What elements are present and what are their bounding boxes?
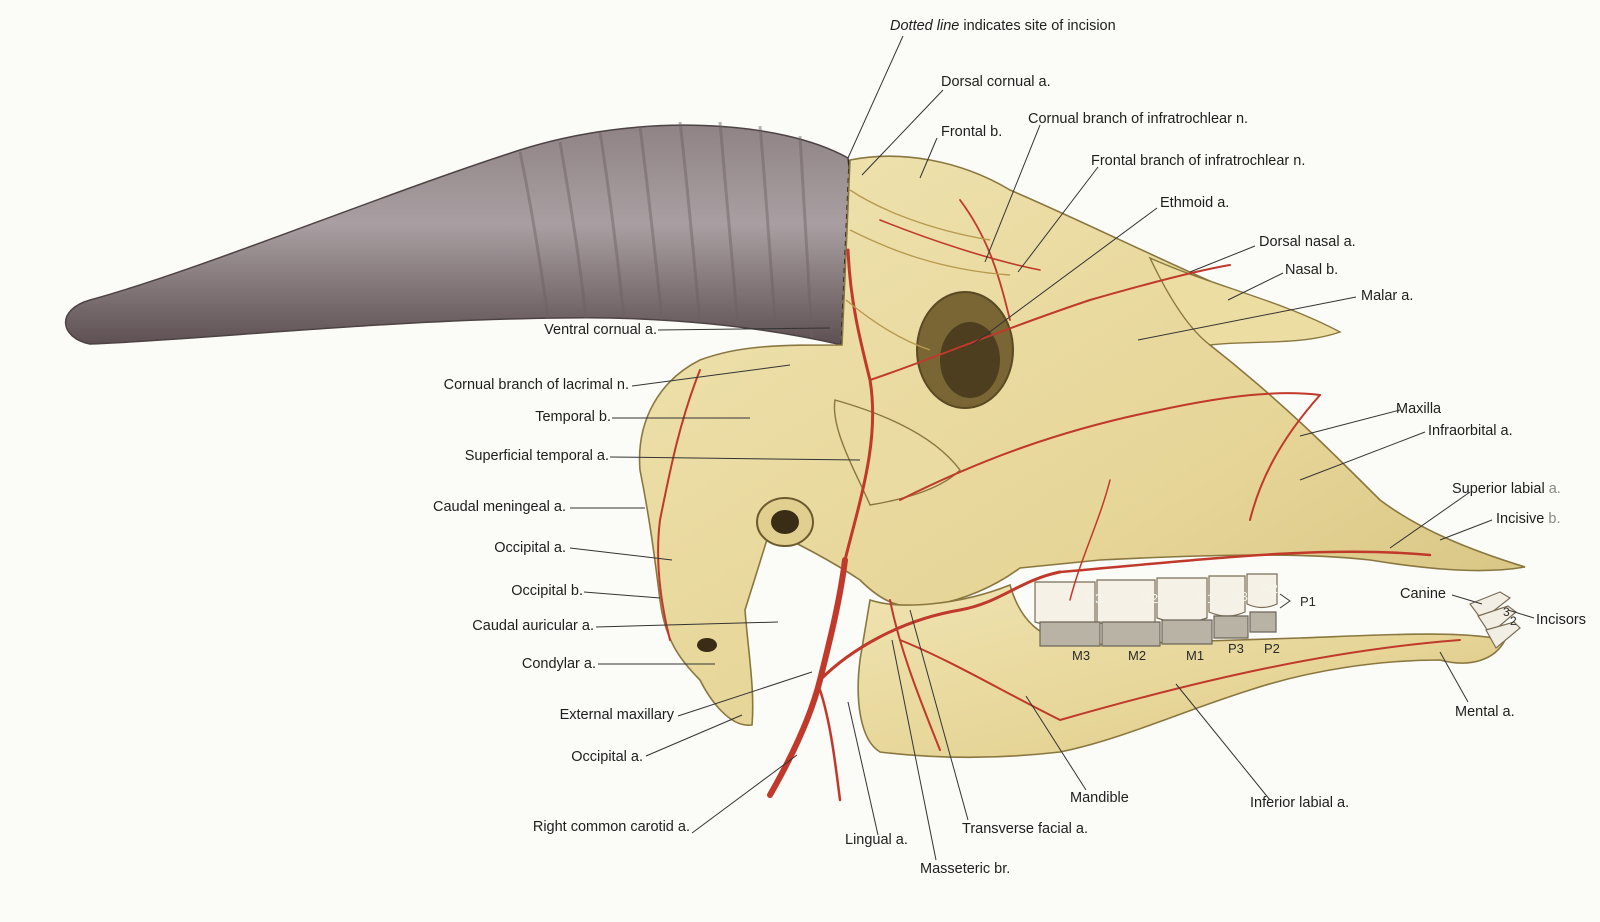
label-incisive-b-text: Incisive — [1496, 511, 1545, 527]
horn — [64, 124, 859, 346]
label-superficial-temporal: Superficial temporal a. — [464, 448, 609, 464]
label-caudal-meningeal: Caudal meningeal a. — [432, 499, 566, 515]
label-lingual: Lingual a. — [845, 832, 908, 848]
horn-ridges — [518, 121, 814, 339]
leader-lines — [569, 35, 1535, 861]
label-cornual-branch-infratrochlear: Cornual branch of infratrochlear n. — [1028, 111, 1249, 127]
incisor-teeth — [1469, 591, 1521, 649]
lower-teeth — [1039, 611, 1277, 647]
caption-rest: indicates site of incision — [959, 18, 1116, 34]
caption-italic: Dotted line — [890, 18, 960, 34]
label-infraorbital: Infraorbital a. — [1428, 423, 1513, 439]
label-mental: Mental a. — [1455, 704, 1515, 720]
tooth-lower-m3: M3 — [1072, 648, 1091, 663]
tooth-lower-p2: P2 — [1264, 641, 1280, 656]
mandible — [857, 583, 1507, 759]
label-superior-labial-text: Superior labial — [1452, 481, 1545, 497]
label-ventral-cornual: Ventral cornual a. — [544, 322, 657, 338]
label-superior-labial: Superior labial a. — [1452, 481, 1561, 498]
label-malar: Malar a. — [1361, 288, 1414, 304]
label-mandible: Mandible — [1070, 790, 1129, 806]
tooth-lower-p3: P3 — [1228, 641, 1244, 656]
label-temporal-b: Temporal b. — [535, 409, 611, 425]
label-occipital-a-lower: Occipital a. — [571, 749, 643, 765]
tooth-upper-m3: M3 — [1084, 591, 1103, 606]
label-maxilla: Maxilla — [1396, 401, 1442, 417]
label-nasal-b: Nasal b. — [1285, 262, 1339, 278]
label-external-maxillary: External maxillary — [559, 707, 674, 723]
tooth-upper-p2: P2 — [1262, 581, 1278, 596]
label-ethmoid: Ethmoid a. — [1160, 195, 1230, 211]
label-canine: Canine — [1400, 586, 1446, 602]
label-dorsal-cornual: Dorsal cornual a. — [941, 74, 1051, 90]
label-frontal-branch-infratrochlear: Frontal branch of infratrochlear n. — [1091, 153, 1306, 169]
label-inferior-labial: Inferior labial a. — [1250, 795, 1350, 811]
label-incisive-b: Incisive b. — [1496, 511, 1560, 528]
tooth-upper-p1: P1 — [1300, 594, 1316, 609]
label-right-common-carotid: Right common carotid a. — [532, 819, 690, 835]
caption: Dotted line indicates site of incision — [890, 18, 1116, 35]
label-caudal-auricular: Caudal auricular a. — [472, 618, 594, 634]
nasal-bone — [1148, 256, 1342, 346]
tooth-upper-p3: P3 — [1232, 589, 1248, 604]
nerves — [845, 189, 1011, 351]
label-incisive-b-suffix: b. — [1548, 511, 1561, 527]
incisor-number-3: 3 — [1503, 605, 1510, 619]
label-occipital-a-upper: Occipital a. — [494, 540, 566, 556]
label-cornual-branch-lacrimal: Cornual branch of lacrimal n. — [443, 377, 629, 393]
label-transverse-facial: Transverse facial a. — [962, 821, 1088, 837]
label-condylar: Condylar a. — [521, 656, 596, 672]
label-occipital-b: Occipital b. — [511, 583, 583, 599]
tooth-lower-m1: M1 — [1186, 648, 1205, 663]
upper-teeth — [1034, 573, 1278, 628]
incisor-number-2: 2 — [1510, 614, 1517, 628]
label-dorsal-nasal: Dorsal nasal a. — [1259, 234, 1356, 250]
label-frontal-b: Frontal b. — [941, 124, 1003, 140]
label-masseteric: Masseteric br. — [920, 861, 1011, 877]
tooth-upper-m2: M2 — [1140, 591, 1159, 606]
label-incisors: Incisors — [1536, 612, 1586, 628]
tooth-lower-m2: M2 — [1128, 648, 1147, 663]
tooth-upper-m1: M1 — [1196, 591, 1215, 606]
label-superior-labial-suffix: a. — [1548, 481, 1561, 497]
